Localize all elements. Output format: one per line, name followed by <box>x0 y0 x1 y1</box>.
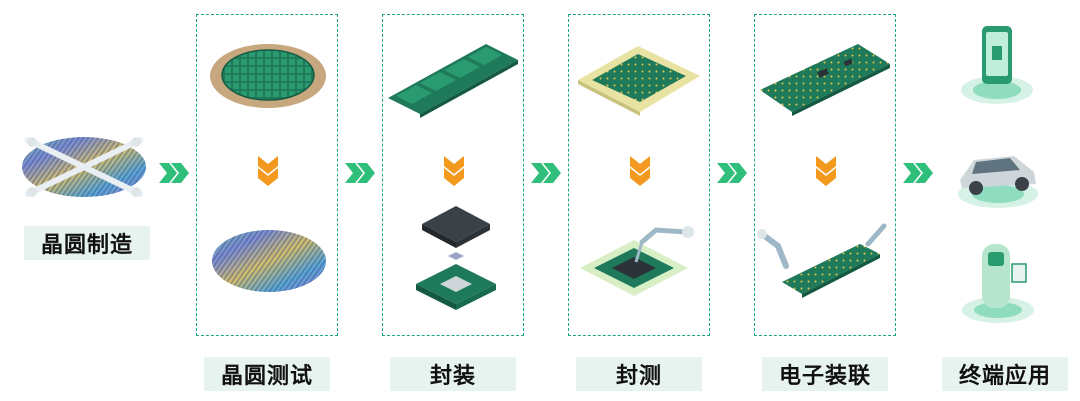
charging-station-application-icon <box>962 244 1034 323</box>
panel-package-test <box>568 14 710 336</box>
substrate-strip-illustration <box>388 44 518 118</box>
double-chevron-right-icon <box>345 163 375 183</box>
double-chevron-right-icon <box>717 163 747 183</box>
double-chevron-right-icon <box>531 163 561 183</box>
test-board-illustration <box>578 46 700 116</box>
stage-label-wafer-test: 晶圆测试 <box>204 357 330 391</box>
double-chevron-down-icon <box>816 156 836 186</box>
double-chevron-down-icon <box>444 156 464 186</box>
stage-label-packaging: 封装 <box>390 357 516 391</box>
test-socket-robot-illustration <box>580 226 694 296</box>
wafer-on-probe-card-illustration <box>210 44 326 108</box>
exploded-package-illustration <box>416 206 496 310</box>
double-chevron-right-icon <box>159 163 189 183</box>
stage-label-wafer-fab: 晶圆制造 <box>24 226 150 260</box>
stage-label-end-application: 终端应用 <box>942 357 1068 391</box>
tested-wafer-illustration <box>212 230 326 292</box>
smt-robot-assembly-illustration <box>757 223 887 298</box>
panel-electronic-assembly <box>754 14 896 336</box>
double-chevron-right-icon <box>903 163 933 183</box>
double-chevron-down-icon <box>630 156 650 186</box>
wafer-fab-illustration <box>22 137 146 197</box>
stage-label-electronic-assembly: 电子装联 <box>762 357 888 391</box>
double-chevron-down-icon <box>258 156 278 186</box>
smartphone-application-icon <box>961 26 1033 104</box>
pcb-board-illustration <box>760 44 890 116</box>
stage-label-package-test: 封测 <box>576 357 702 391</box>
panel-packaging <box>382 14 524 336</box>
car-application-icon <box>958 156 1038 208</box>
panel-wafer-test <box>196 14 338 336</box>
